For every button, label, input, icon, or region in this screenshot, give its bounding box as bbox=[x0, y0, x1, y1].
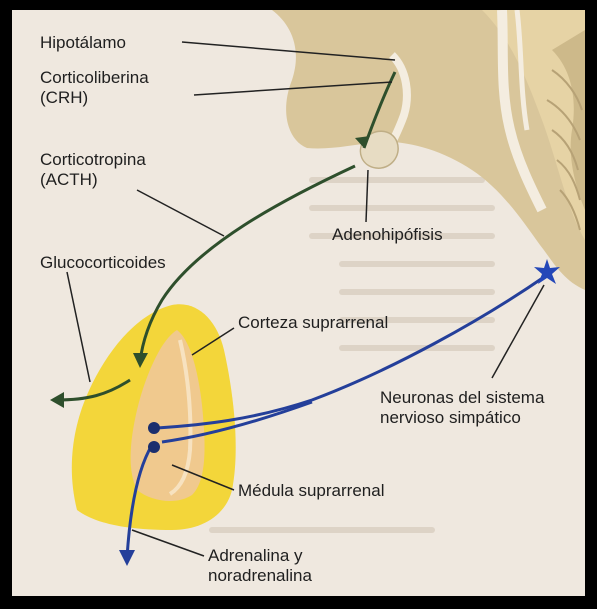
label-medula-suprarrenal: Médula suprarrenal bbox=[238, 481, 384, 501]
label-acth-line2: (ACTH) bbox=[40, 170, 146, 190]
diagram-panel: Hipotálamo Corticoliberina (CRH) Cortico… bbox=[12, 10, 585, 596]
label-crh: Corticoliberina (CRH) bbox=[40, 68, 149, 108]
label-glucocorticoides: Glucocorticoides bbox=[40, 253, 166, 273]
nerve-terminal-2 bbox=[148, 441, 160, 453]
label-crh-line1: Corticoliberina bbox=[40, 68, 149, 88]
adrenal-gland bbox=[72, 304, 236, 530]
adrenaline-arrowhead bbox=[119, 550, 135, 566]
label-acth: Corticotropina (ACTH) bbox=[40, 150, 146, 190]
label-hipotalamo: Hipotálamo bbox=[40, 33, 126, 53]
label-adenohipofisis: Adenohipófisis bbox=[332, 225, 443, 245]
label-adrenalina-line1: Adrenalina y bbox=[208, 546, 312, 566]
label-adrenalina: Adrenalina y noradrenalina bbox=[208, 546, 312, 586]
nerve-terminal-1 bbox=[148, 422, 160, 434]
label-crh-line2: (CRH) bbox=[40, 88, 149, 108]
label-corteza-suprarrenal: Corteza suprarrenal bbox=[238, 313, 388, 333]
brain-region bbox=[272, 10, 585, 290]
label-acth-line1: Corticotropina bbox=[40, 150, 146, 170]
label-adrenalina-line2: noradrenalina bbox=[208, 566, 312, 586]
label-neuronas-line1: Neuronas del sistema bbox=[380, 388, 544, 408]
label-neuronas-line2: nervioso simpático bbox=[380, 408, 544, 428]
label-neuronas: Neuronas del sistema nervioso simpático bbox=[380, 388, 544, 428]
glucocorticoid-arrowhead bbox=[50, 392, 64, 408]
